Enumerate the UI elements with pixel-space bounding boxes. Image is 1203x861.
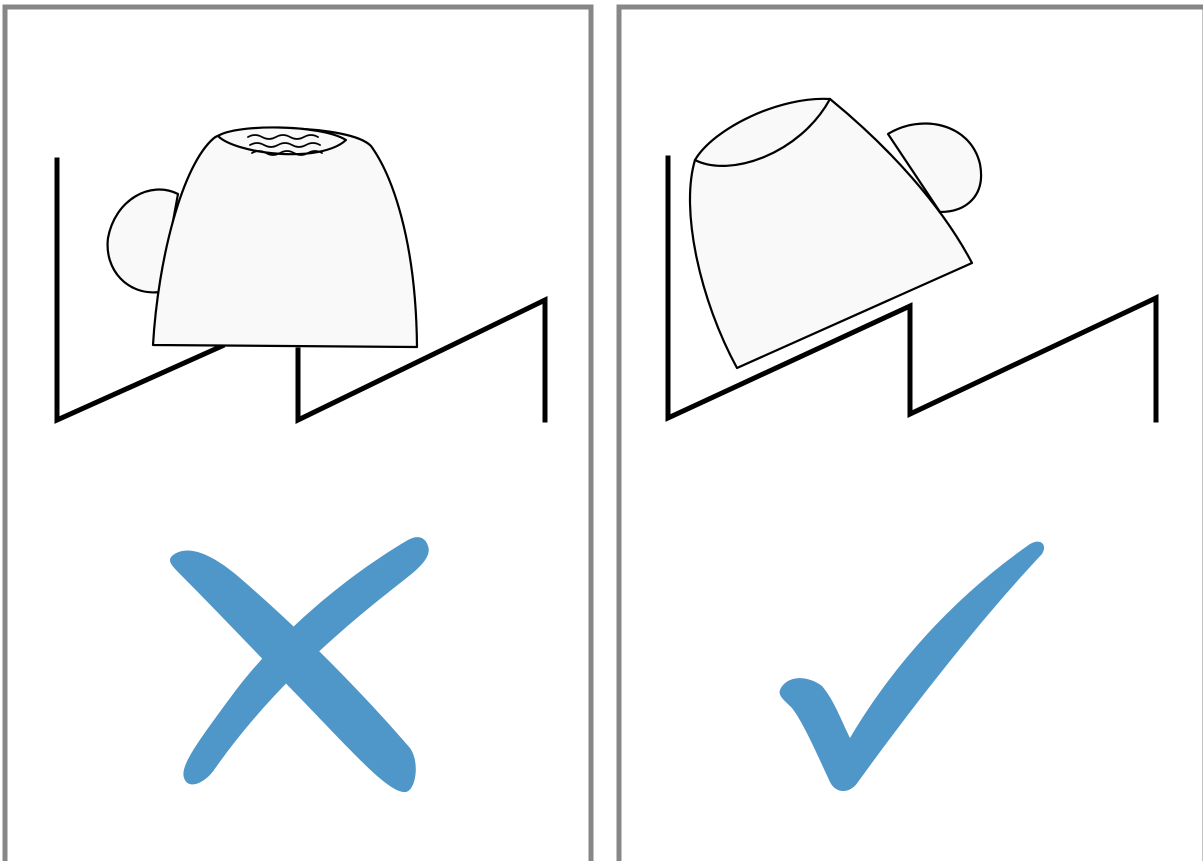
panel-correct xyxy=(619,7,1203,861)
panel-incorrect xyxy=(5,7,591,861)
